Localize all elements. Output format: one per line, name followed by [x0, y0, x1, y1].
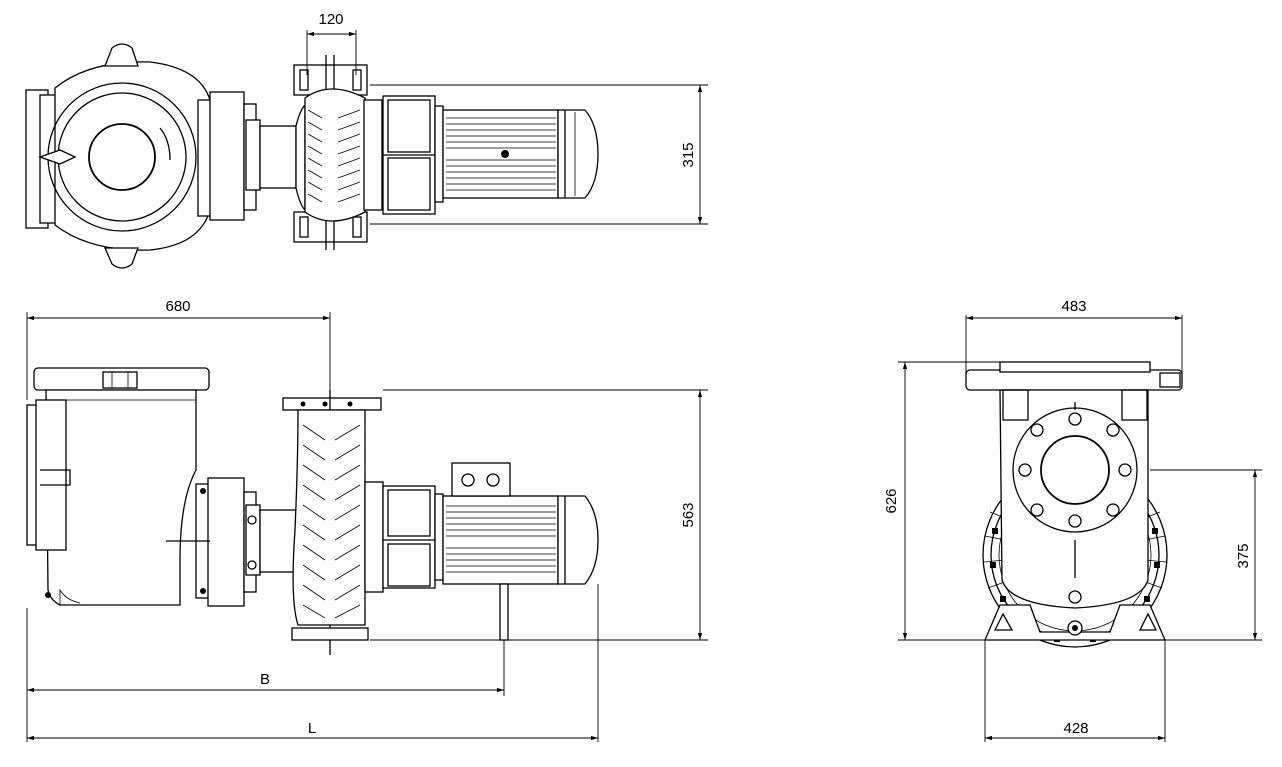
dim-label-315: 315: [680, 142, 697, 167]
dim-label-680: 680: [165, 298, 190, 315]
dim-483: 483: [965, 298, 1183, 380]
dim-B: B: [26, 608, 505, 742]
dim-375: 375: [1150, 469, 1262, 641]
side-view-motor: [382, 462, 599, 641]
dim-120: 120: [306, 11, 357, 75]
side-view-adapter: [282, 390, 384, 655]
dim-label-483: 483: [1061, 298, 1086, 315]
top-view-adapter: [293, 55, 383, 250]
dim-label-375: 375: [1235, 543, 1252, 568]
front-view: 483 626 375 428: [883, 298, 1262, 742]
dim-563: 563: [370, 389, 708, 641]
dim-label-L: L: [308, 720, 316, 737]
dim-315: 315: [370, 84, 708, 225]
dim-680: 680: [26, 298, 331, 400]
dim-L: L: [27, 584, 599, 742]
dim-428: 428: [984, 640, 1166, 742]
top-view-motor: [382, 95, 599, 215]
dim-label-626: 626: [883, 488, 900, 513]
dim-label-563: 563: [680, 502, 697, 527]
top-view: 120 315: [25, 11, 708, 269]
dim-label-428: 428: [1063, 720, 1088, 737]
side-view-strainer: [26, 367, 297, 607]
side-view: 680 563 B L: [26, 298, 708, 742]
top-view-pump-housing: [25, 43, 306, 269]
dim-label-B: B: [260, 671, 270, 688]
dim-626: 626: [883, 361, 1000, 641]
front-view-housing: [965, 361, 1183, 636]
front-view-base: [984, 604, 1166, 641]
dim-label-120: 120: [318, 11, 343, 28]
